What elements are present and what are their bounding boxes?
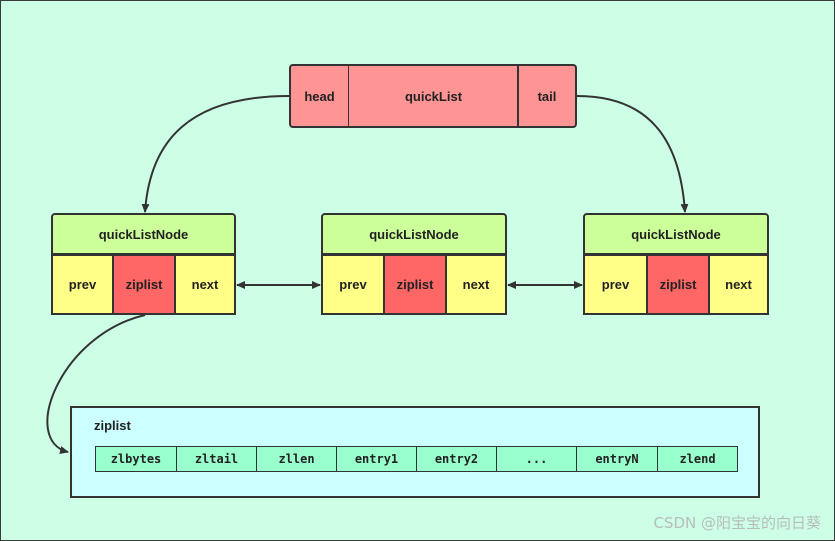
ziplist-field-zlend: zlend <box>657 446 738 472</box>
quicklistnode-3-title: quickListNode <box>583 213 769 255</box>
ziplist-pointer-arrow <box>46 314 146 454</box>
quicklistnode-2-ziplist: ziplist <box>383 254 447 315</box>
quicklistnode-1-title: quickListNode <box>51 213 236 255</box>
quicklist-tail-field: tail <box>517 64 577 128</box>
quicklist-head-field: head <box>289 64 350 128</box>
quicklist-title: quickList <box>348 64 519 128</box>
ziplist-label: ziplist <box>94 418 131 433</box>
quicklistnode-2-prev: prev <box>321 254 385 315</box>
ziplist-field-ellipsis: ... <box>496 446 577 472</box>
ziplist-field-zltail: zltail <box>176 446 257 472</box>
watermark: CSDN @阳宝宝的向日葵 <box>653 514 821 532</box>
quicklistnode-1-next: next <box>174 254 236 315</box>
quicklistnode-3-ziplist: ziplist <box>646 254 710 315</box>
tail-to-last-node-arrow <box>576 95 689 213</box>
ziplist-field-zllen: zllen <box>256 446 337 472</box>
quicklistnode-2-title: quickListNode <box>321 213 507 255</box>
head-to-first-node-arrow <box>141 95 290 213</box>
quicklistnode-1-prev: prev <box>51 254 114 315</box>
ziplist-field-entryn: entryN <box>576 446 658 472</box>
ziplist-field-zlbytes: zlbytes <box>95 446 177 472</box>
ziplist-field-entry2: entry2 <box>416 446 497 472</box>
quicklistnode-3-next: next <box>708 254 769 315</box>
ziplist-field-entry1: entry1 <box>336 446 417 472</box>
quicklistnode-3-prev: prev <box>583 254 648 315</box>
quicklistnode-1-ziplist: ziplist <box>112 254 176 315</box>
quicklistnode-2-next: next <box>445 254 507 315</box>
